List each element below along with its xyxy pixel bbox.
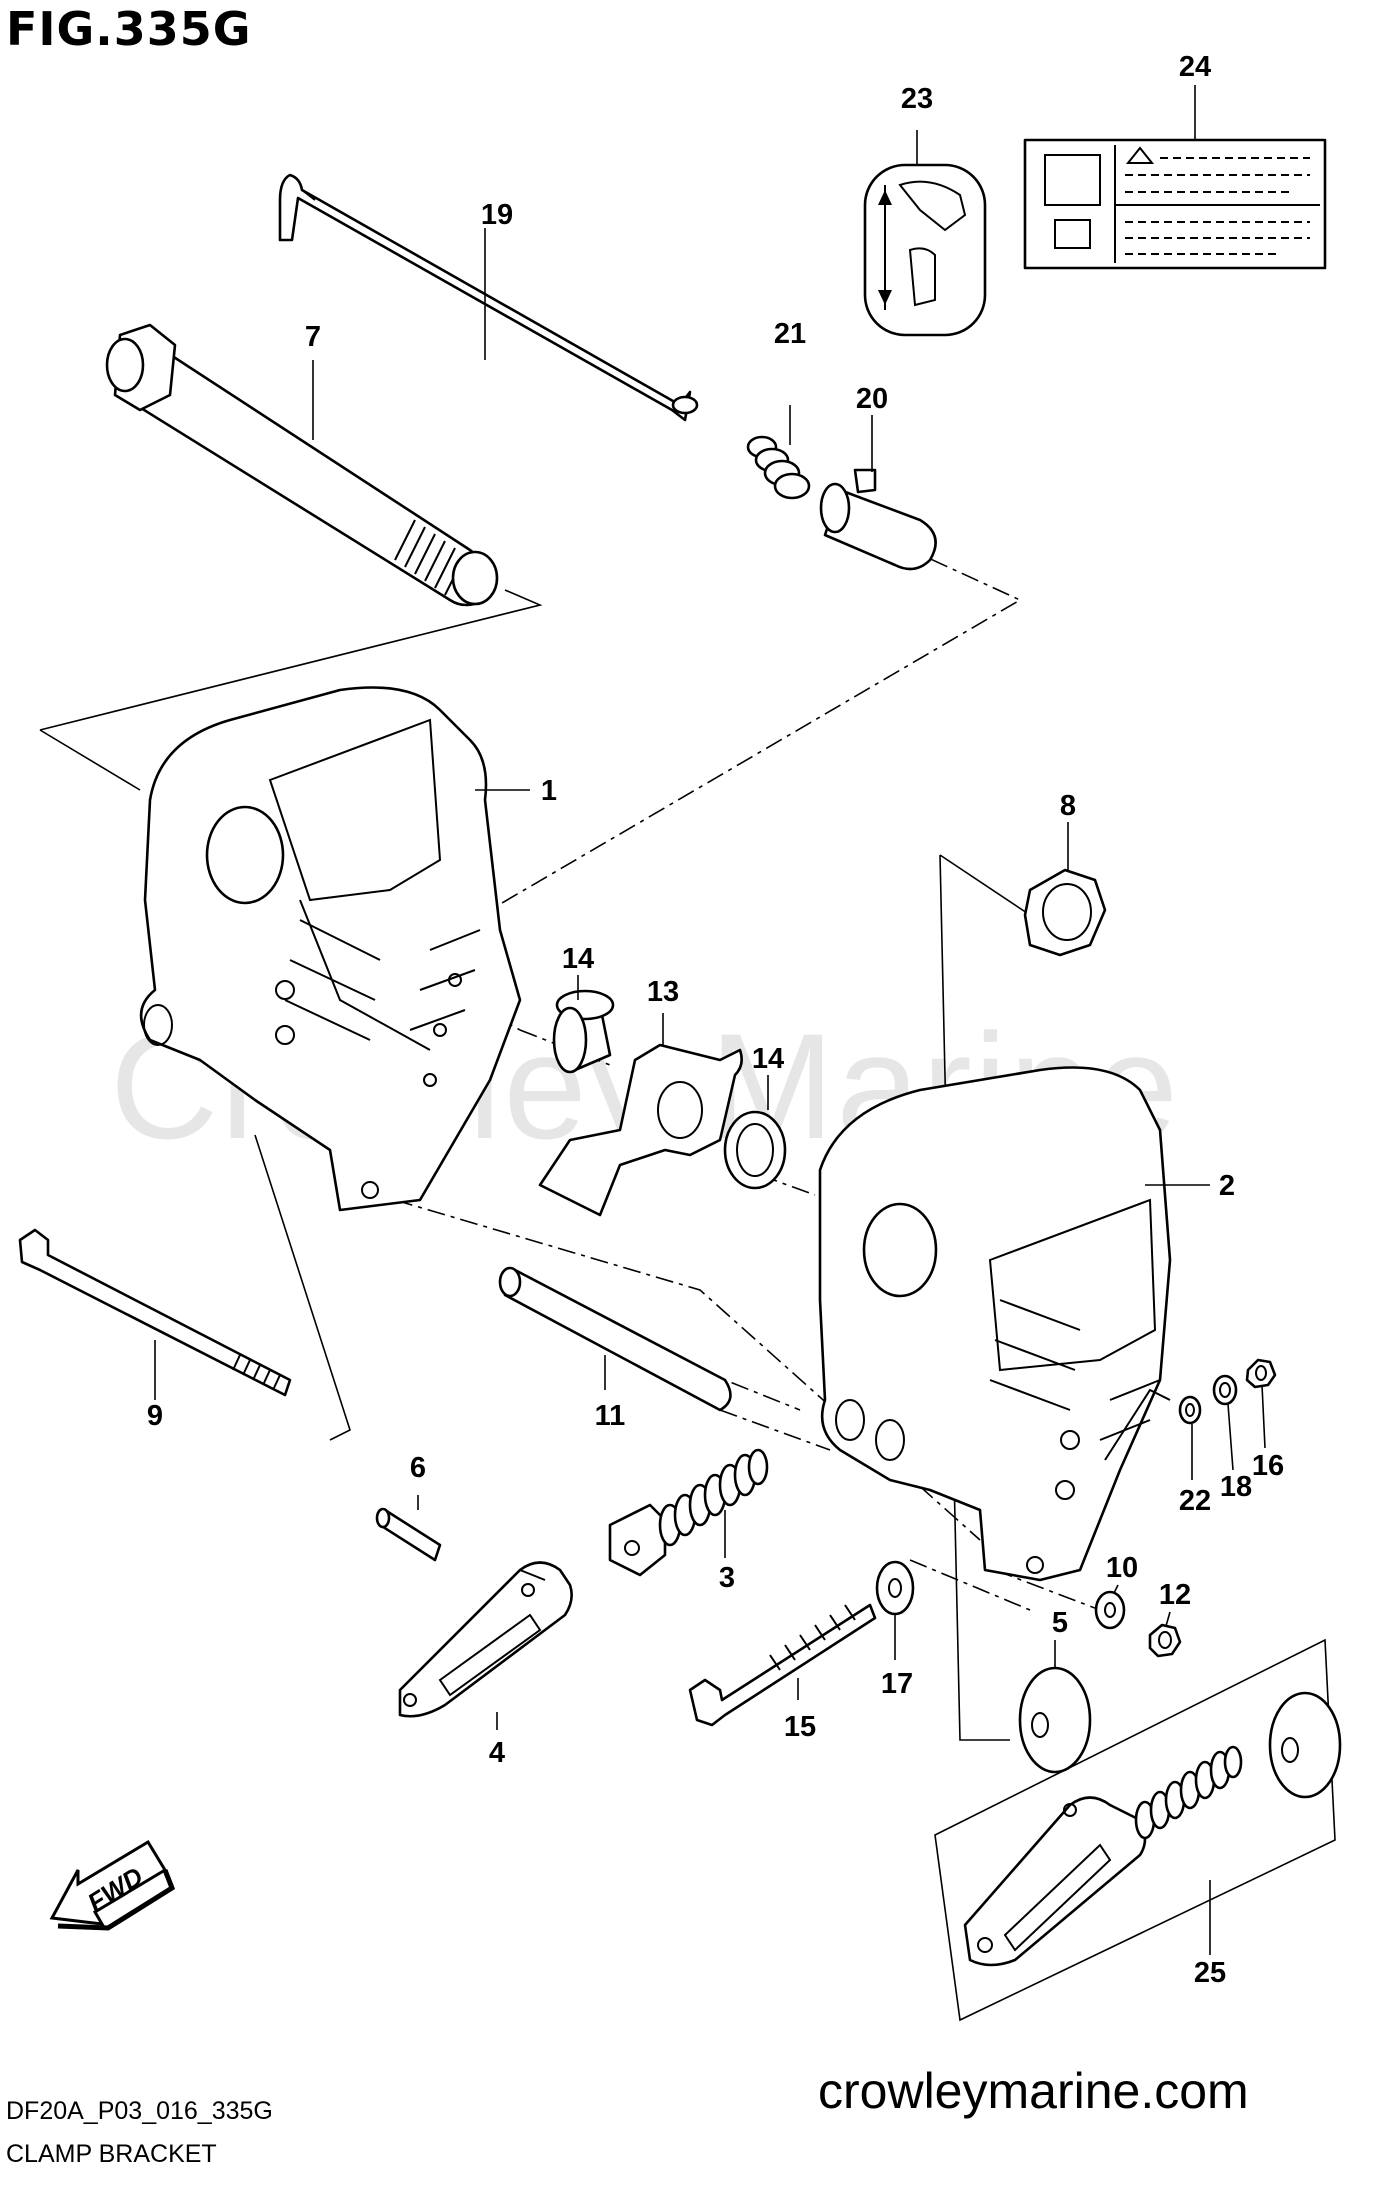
website-text: crowleymarine.com xyxy=(818,2063,1249,2119)
part-21-spring xyxy=(746,435,811,500)
callout-14b: 14 xyxy=(752,1043,784,1075)
callout-7: 7 xyxy=(305,321,321,353)
part-17-washer xyxy=(875,1560,915,1616)
callout-4: 4 xyxy=(489,1737,505,1769)
callout-6: 6 xyxy=(410,1452,426,1484)
part-14-bushing xyxy=(552,989,615,1074)
part-25-clamp-screw-assy xyxy=(934,1638,1342,2022)
callout-24: 24 xyxy=(1179,51,1211,83)
part-2-clamp-bracket xyxy=(818,1066,1172,1582)
callout-20: 20 xyxy=(856,383,888,415)
part-9-bolt xyxy=(18,1228,292,1397)
part-14-bushing-b xyxy=(723,1110,787,1190)
callout-3: 3 xyxy=(719,1562,735,1594)
callout-16: 16 xyxy=(1252,1450,1284,1482)
callout-13: 13 xyxy=(647,976,679,1008)
part-24-warning-label xyxy=(1023,138,1327,270)
part-1-clamp-bracket xyxy=(139,686,522,1212)
part-10-washer xyxy=(1094,1590,1126,1630)
part-18-washer xyxy=(1212,1374,1238,1406)
part-6-small-pin xyxy=(375,1507,442,1562)
part-16-nut xyxy=(1245,1358,1277,1389)
part-15-screw xyxy=(688,1603,877,1727)
part-4-clamp-handle xyxy=(398,1561,573,1718)
callout-23: 23 xyxy=(901,83,933,115)
part-22-washer xyxy=(1178,1395,1202,1425)
part-8-nut xyxy=(1023,868,1107,957)
callout-17: 17 xyxy=(881,1668,913,1700)
parts-22-18-16-hardware xyxy=(1178,1358,1277,1425)
part-20-bushing xyxy=(819,468,937,571)
part-11-pin xyxy=(498,1266,732,1412)
part-5-pad xyxy=(1018,1666,1092,1774)
part-13-lock-plate xyxy=(538,1043,743,1217)
callout-25: 25 xyxy=(1194,1957,1226,1989)
callout-1: 1 xyxy=(541,775,557,807)
figure-caption: CLAMP BRACKET xyxy=(6,2140,217,2168)
callout-21: 21 xyxy=(774,318,806,350)
callout-11: 11 xyxy=(595,1400,626,1432)
fwd-arrow-icon: FWD xyxy=(49,1839,176,1931)
part-23-decal xyxy=(863,163,987,337)
callout-14a: 14 xyxy=(562,943,594,975)
callout-18: 18 xyxy=(1220,1471,1252,1503)
callout-5: 5 xyxy=(1052,1607,1068,1639)
figure-title: FIG.335G xyxy=(6,2,252,56)
callouts: 19 7 21 20 23 24 1 8 14 13 14 2 9 11 6 3… xyxy=(147,51,1284,1989)
callout-10: 10 xyxy=(1106,1552,1138,1584)
callout-8: 8 xyxy=(1060,790,1076,822)
figure-code: DF20A_P03_016_335G xyxy=(6,2097,273,2125)
callout-12: 12 xyxy=(1159,1579,1191,1611)
callout-15: 15 xyxy=(784,1711,816,1743)
callout-19: 19 xyxy=(481,199,513,231)
part-7-threaded-shaft xyxy=(105,323,499,607)
part-12-nut xyxy=(1148,1623,1182,1658)
part-3-spring xyxy=(608,1448,769,1577)
callout-22: 22 xyxy=(1179,1485,1211,1517)
callout-2: 2 xyxy=(1219,1170,1235,1202)
callout-9: 9 xyxy=(147,1400,163,1432)
leader-lines xyxy=(154,85,1266,1955)
